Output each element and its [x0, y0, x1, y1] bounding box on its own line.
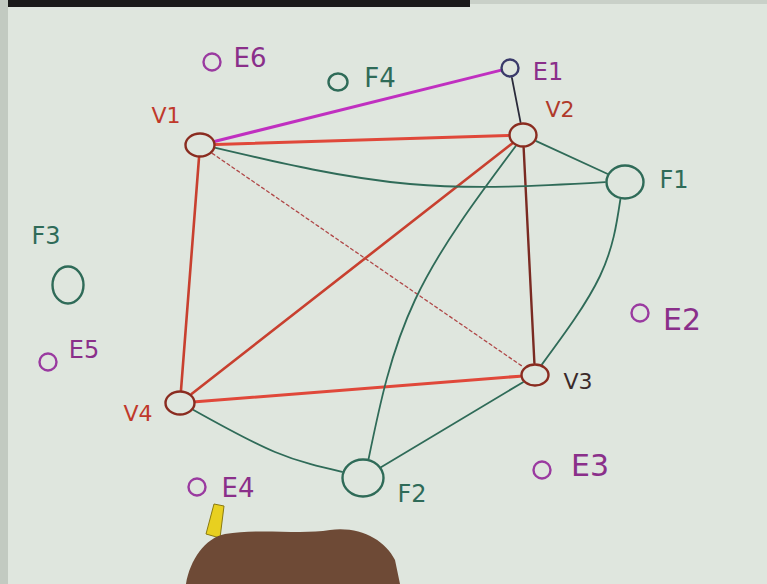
vertex-label: E6 [234, 45, 267, 71]
circle-outline [632, 305, 649, 322]
circle-outline [40, 354, 57, 371]
circle-outline [164, 390, 196, 416]
vertex-label: E1 [533, 60, 563, 84]
circle-outline [51, 265, 85, 305]
circle-outline [341, 458, 385, 498]
circle-outline [630, 303, 650, 323]
vertex-circle: E3 [532, 460, 552, 480]
circle-outline [189, 479, 206, 496]
circle-outline [202, 52, 222, 72]
circle-outline [502, 60, 519, 77]
circle-outline [510, 124, 537, 147]
vertex-circle: E1 [500, 58, 520, 78]
graph-edge [542, 200, 620, 365]
graph-edge [216, 148, 605, 187]
graph-edge [216, 135, 508, 144]
vertex-circle: E5 [38, 352, 58, 372]
graph-edge [181, 158, 199, 390]
circle-outline [53, 267, 84, 304]
vertex-label: F2 [397, 482, 426, 506]
circle-outline [532, 460, 552, 480]
vertex-circle: E4 [187, 477, 207, 497]
circle-outline [520, 363, 550, 387]
circle-outline [38, 352, 58, 372]
vertex-label: F3 [31, 224, 60, 248]
marker [206, 504, 224, 538]
vertex-circle: V2 [508, 122, 538, 148]
graph-edge [536, 141, 607, 174]
circle-outline [500, 58, 520, 78]
hand [186, 529, 400, 584]
graph-edge [192, 144, 512, 394]
vertex-circle: V4 [164, 390, 196, 416]
vertex-circle: F2 [341, 458, 385, 498]
vertex-circle: V3 [520, 363, 550, 387]
hand-with-marker [186, 504, 400, 584]
circle-outline [522, 365, 549, 386]
circle-outline [605, 164, 645, 200]
circle-outline [204, 54, 221, 71]
vertex-label: F1 [659, 168, 688, 192]
board-edge [0, 0, 8, 584]
board-frame [0, 0, 470, 7]
vertex-circle: V1 [184, 132, 216, 158]
circle-outline [534, 462, 551, 479]
graph-edge [512, 78, 521, 122]
vertex-circle: E6 [202, 52, 222, 72]
graph-edge [524, 148, 535, 363]
vertex-circle: F4 [327, 72, 349, 92]
vertex-label: V2 [545, 99, 574, 121]
graph-edge [381, 382, 523, 467]
circle-outline [329, 74, 348, 91]
vertex-label: E2 [663, 305, 701, 335]
board-frame [470, 0, 767, 4]
circle-outline [186, 134, 215, 157]
circle-outline [166, 392, 195, 415]
vertex-label: V4 [123, 403, 152, 425]
circle-outline [187, 477, 207, 497]
circle-outline [343, 460, 384, 497]
vertex-label: V1 [151, 105, 180, 127]
graph-edge [212, 153, 523, 367]
graph-edge [215, 70, 500, 141]
vertex-label: E4 [222, 475, 255, 501]
graph-edge [194, 410, 343, 472]
vertex-circle: F3 [51, 265, 85, 305]
circle-outline [327, 72, 349, 92]
graph-edge [369, 146, 516, 458]
vertex-label: F4 [364, 65, 396, 91]
circle-outline [607, 166, 644, 199]
circle-outline [508, 122, 538, 148]
vertex-label: E3 [571, 451, 609, 481]
circle-outline [184, 132, 216, 158]
graph-edge [196, 376, 520, 402]
vertex-label: E5 [69, 338, 99, 362]
vertex-circle: E2 [630, 303, 650, 323]
vertex-circle: F1 [605, 164, 645, 200]
vertex-label: V3 [563, 371, 592, 393]
